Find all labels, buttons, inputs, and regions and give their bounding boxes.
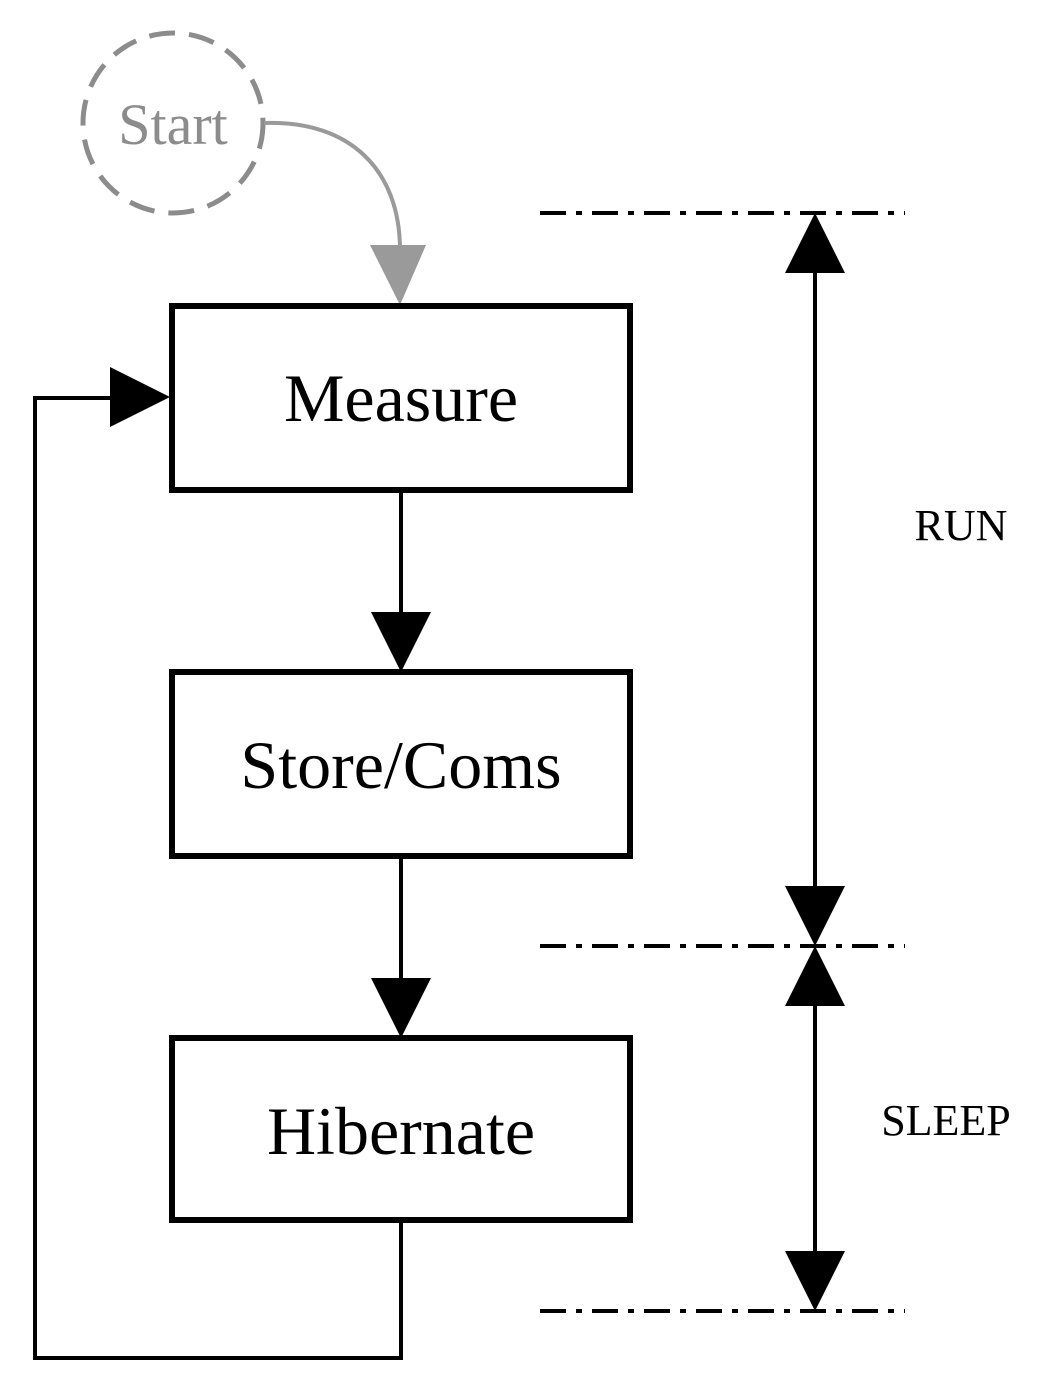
arrowhead bbox=[371, 978, 431, 1038]
store-to-hibernate-arrow bbox=[371, 856, 431, 1038]
run-arrowhead-top bbox=[785, 213, 845, 273]
state-label-store-coms: Store/Coms bbox=[240, 727, 561, 803]
start-to-measure-arrow bbox=[263, 120, 426, 305]
measure-to-store-arrow bbox=[371, 490, 431, 672]
sleep-arrowhead-bottom bbox=[785, 1251, 845, 1311]
state-measure: Measure bbox=[169, 303, 633, 493]
sleep-arrowhead-top bbox=[785, 946, 845, 1006]
phase-label-sleep: SLEEP bbox=[881, 1096, 1011, 1145]
state-store-coms: Store/Coms bbox=[169, 669, 633, 859]
state-label-hibernate: Hibernate bbox=[267, 1093, 535, 1169]
arrowhead bbox=[110, 367, 170, 427]
state-hibernate: Hibernate bbox=[169, 1035, 633, 1223]
run-dimension: RUN bbox=[785, 213, 1007, 946]
start-label: Start bbox=[118, 92, 228, 157]
phase-boundaries bbox=[540, 211, 905, 1313]
phase-label-run: RUN bbox=[915, 501, 1008, 550]
start-arrowhead bbox=[370, 245, 426, 305]
start-circle bbox=[80, 30, 266, 216]
state-label-measure: Measure bbox=[284, 360, 518, 436]
run-arrowhead-bottom bbox=[785, 886, 845, 946]
start-node: Start bbox=[80, 30, 266, 216]
arrowhead bbox=[371, 612, 431, 672]
loop-back-arrow bbox=[33, 367, 403, 1360]
sleep-dimension: SLEEP bbox=[785, 946, 1011, 1311]
